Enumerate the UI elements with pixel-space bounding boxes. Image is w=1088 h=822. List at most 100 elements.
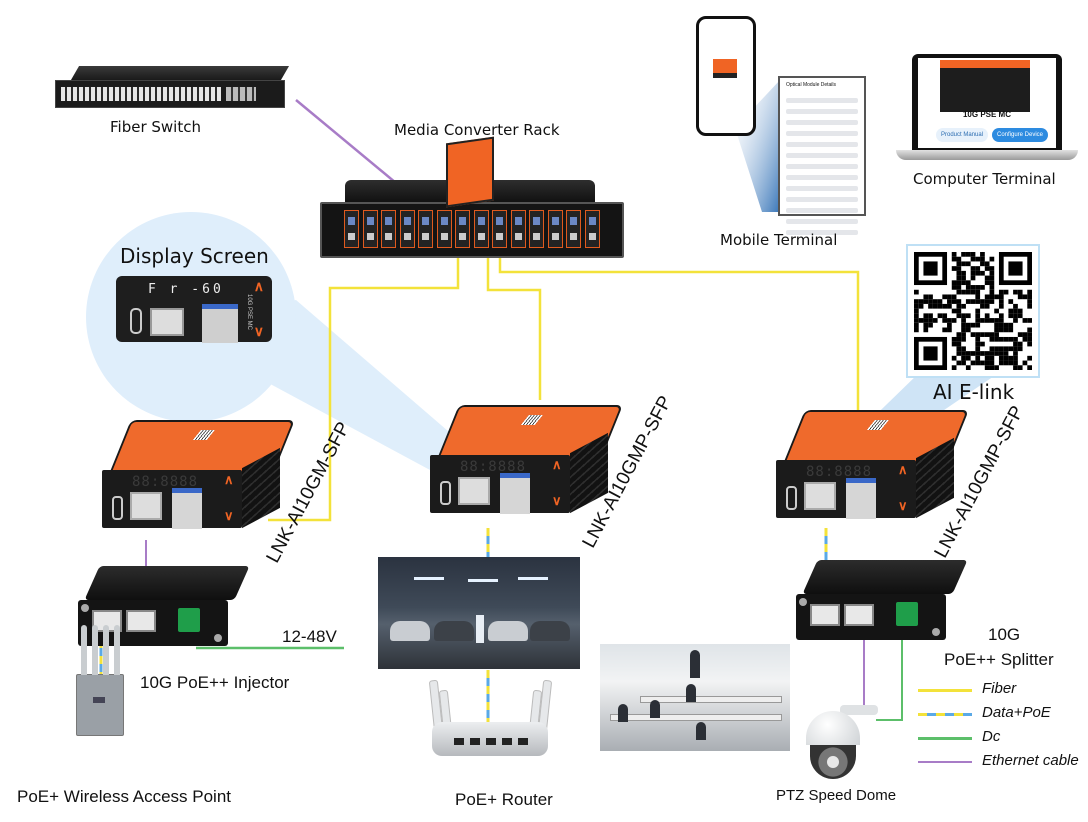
converter-right: 88:8888 ∧ ∨: [776, 410, 969, 520]
rack-slot: [399, 210, 415, 248]
screw-icon: [214, 634, 222, 642]
legend-item-dc: Dc: [918, 728, 1088, 748]
arrow-down-icon: ∨: [224, 508, 234, 523]
rj45-port-icon: [130, 492, 162, 520]
rj45-port-icon: [844, 604, 874, 626]
configure-device-button[interactable]: Configure Device: [992, 128, 1048, 142]
display-screen-closeup: F r -60 ∧ ∨ 10G PSE MC: [116, 276, 272, 343]
sfp-module-icon: [500, 473, 530, 514]
legend-label: Dc: [982, 728, 1001, 745]
sfp-module-icon: [846, 478, 876, 519]
switch-ports: [61, 87, 221, 101]
ethernet-switch-to-rack: [295, 99, 397, 184]
fiber-rack-to-right: [498, 256, 860, 410]
mobile-terminal-beam: [735, 80, 780, 212]
phone-device-image: [713, 59, 737, 78]
rack-front: [320, 202, 624, 258]
rack-slot: [381, 210, 396, 248]
laptop: 10G PSE MC Product Manual Configure Devi…: [912, 54, 1062, 152]
ethernet-swatch: [918, 761, 972, 763]
router-label: PoE+ Router: [455, 790, 553, 809]
rack-slot: [584, 210, 600, 248]
arrow-up-icon: ∧: [552, 457, 562, 472]
rack-slot: [510, 210, 526, 248]
camera-dome: [806, 711, 860, 745]
computer-terminal-label: Computer Terminal: [913, 170, 1056, 188]
injector-voltage-label: 12-48V: [282, 627, 337, 646]
usb-c-port-icon: [112, 496, 123, 520]
camera-lens: [810, 745, 856, 779]
qr-code-icon: [914, 252, 1032, 370]
person: [696, 722, 706, 740]
usb-c-port-icon: [440, 481, 451, 505]
converter-center: 88:8888 ∧ ∨: [430, 405, 623, 515]
optical-module-details-panel: Optical Module Details: [778, 76, 866, 235]
desk-row: [610, 714, 782, 721]
converter-front: 88:8888 ∧ ∨: [430, 455, 570, 514]
ev-charger: [476, 615, 484, 643]
legend-label: Data+PoE: [982, 704, 1051, 721]
router-port: [454, 738, 464, 745]
legend-item-ethernet: Ethernet cable: [918, 752, 1088, 772]
laptop-screen-title: 10G PSE MC: [962, 110, 1011, 119]
qr-code-label: AI E-link: [933, 380, 1015, 404]
fiber-switch: [55, 66, 295, 110]
fiber-swatch: [918, 689, 972, 692]
wireless-ap-label: PoE+ Wireless Access Point: [17, 787, 232, 806]
usb-c-port-icon: [786, 486, 797, 510]
poe-router: [432, 722, 548, 756]
injector-top: [84, 566, 250, 600]
splitter-top: [802, 560, 968, 594]
legend-label: Fiber: [982, 680, 1017, 697]
person: [618, 704, 628, 722]
qr-code[interactable]: [906, 244, 1040, 378]
rack-slot: [547, 210, 563, 248]
arrow-down-icon: ∨: [552, 493, 562, 508]
person: [690, 650, 700, 678]
ceiling-light: [414, 577, 444, 580]
router-port: [502, 738, 512, 745]
legend-item-fiber: Fiber: [918, 680, 1088, 700]
person: [686, 684, 696, 702]
arrow-up-icon: ∧: [253, 278, 264, 294]
router-port: [486, 738, 496, 745]
rack-mounted-converter: [446, 136, 494, 208]
sfp-module-icon: [172, 488, 202, 529]
dc-splitter-to-ptz: [876, 640, 903, 721]
rj45-port-icon: [804, 482, 836, 510]
mobile-terminal-label: Mobile Terminal: [720, 231, 838, 249]
antenna: [81, 625, 87, 675]
converter-front: 88:8888 ∧ ∨: [776, 460, 916, 519]
data-poe-swatch: [918, 713, 972, 716]
injector-front: [78, 600, 228, 646]
segment-display: 88:8888: [460, 459, 527, 475]
fiber-switch-label: Fiber Switch: [110, 118, 201, 136]
legend-item-data-poe: Data+PoE: [918, 704, 1088, 724]
rj45-port-icon: [810, 604, 840, 626]
converter-front: 88:8888 ∧ ∨: [102, 470, 242, 529]
poe-splitter-label-line2: PoE++ Splitter: [944, 650, 1054, 669]
display-screen-label: Display Screen: [120, 244, 269, 268]
person: [650, 700, 660, 718]
splitter-front: [796, 594, 946, 640]
product-manual-button[interactable]: Product Manual: [936, 128, 988, 142]
arrow-up-icon: ∧: [224, 472, 234, 487]
fiber-switch-top: [70, 66, 290, 80]
legend-label: Ethernet cable: [982, 752, 1079, 769]
rack-slot: [455, 210, 470, 248]
arrow-down-icon: ∨: [898, 498, 908, 513]
screw-icon: [932, 628, 940, 636]
wireless-access-point: [76, 625, 124, 736]
car: [434, 621, 474, 641]
screw-icon: [81, 604, 89, 612]
rack-slot: [344, 210, 359, 248]
desk-row: [640, 696, 782, 703]
dc-terminal-block: [896, 602, 918, 626]
poe-splitter-label-line1: 10G: [988, 625, 1021, 644]
media-converter-rack: [320, 180, 624, 260]
car: [390, 621, 430, 641]
panel-title: Optical Module Details: [786, 82, 837, 88]
ceiling-light: [518, 577, 548, 580]
laptop-device-image: [940, 60, 1030, 112]
ceiling-light: [468, 579, 498, 582]
